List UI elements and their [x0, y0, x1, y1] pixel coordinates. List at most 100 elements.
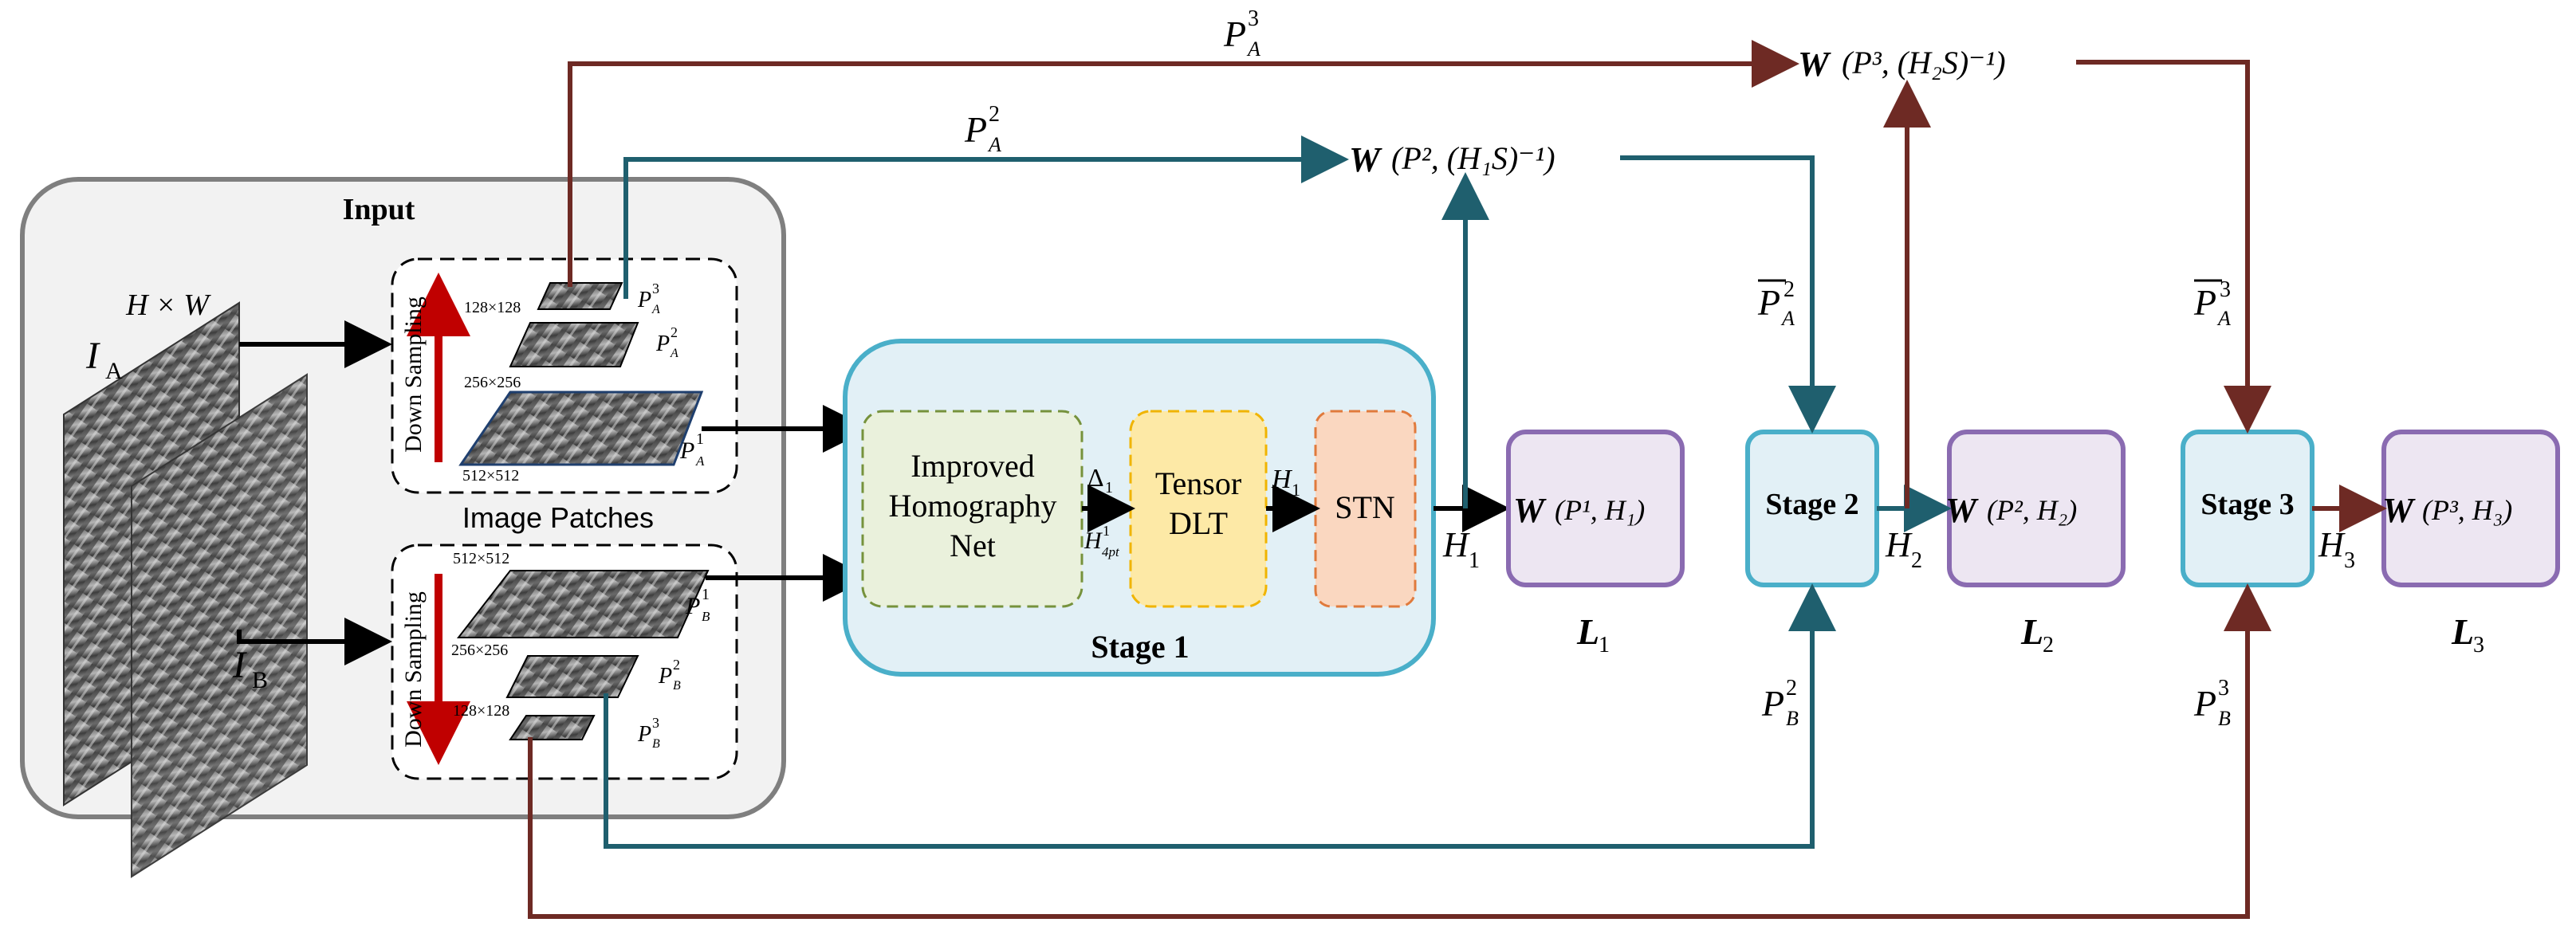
flow-warp-top1-to-stage2: [1620, 155, 1836, 434]
svg-text:H: H: [1271, 465, 1293, 494]
image-ib: [131, 373, 308, 878]
svg-text:P: P: [637, 288, 651, 312]
svg-text:1: 1: [1105, 479, 1113, 496]
svg-text:P: P: [2193, 683, 2216, 724]
svg-text:A: A: [1246, 37, 1260, 61]
patch-box-b: Down Sampling 512×512 256×256 128×128 P …: [391, 544, 738, 780]
stn: [1314, 410, 1417, 608]
size-512-b: 512×512: [453, 550, 509, 567]
improved-line1: Improved: [910, 448, 1035, 484]
svg-text:1: 1: [702, 586, 710, 603]
w-symbol-top1: W: [1349, 140, 1382, 179]
loss-label-1: L 1: [1576, 611, 1610, 657]
label-pa1: P 1 A: [679, 430, 705, 469]
label-pa2-top: P 2 A: [964, 102, 1001, 156]
label-pa-bar3: P 3 A: [2193, 277, 2231, 330]
svg-text:A: A: [105, 358, 123, 384]
size-512-a: 512×512: [462, 467, 519, 485]
stage2-block: Stage 2: [1745, 430, 1879, 587]
svg-text:P: P: [2193, 282, 2216, 323]
flow-warp-top2-to-stage3: [2076, 60, 2271, 434]
svg-text:I: I: [85, 335, 100, 377]
flow-pb2-to-stage2: [604, 583, 1836, 849]
svg-text:P: P: [964, 109, 987, 150]
loss-box-1: W (P¹, H₁): [1506, 430, 1685, 587]
input-title: Input: [343, 193, 415, 226]
svg-text:A: A: [1780, 307, 1795, 330]
svg-text:P: P: [685, 593, 700, 619]
label-pb3: P 3 B: [637, 715, 660, 751]
w-symbol-top2: W: [1798, 45, 1831, 84]
stn-label: STN: [1335, 489, 1395, 525]
h1-inner-label: H 1: [1271, 465, 1300, 500]
svg-text:2: 2: [2043, 633, 2054, 657]
warp-top2: W (P³, (H₂S)⁻¹): [1798, 45, 2006, 84]
patch-pa1: [458, 391, 704, 466]
svg-text:L: L: [1576, 611, 1599, 652]
stage1-label: Stage 1: [1091, 629, 1189, 665]
tensor-line1: Tensor: [1155, 465, 1241, 501]
delta1-label: Δ 1: [1087, 463, 1113, 496]
tensor-line2: DLT: [1169, 505, 1228, 541]
svg-text:A: A: [695, 453, 705, 469]
patch-box-a: Down Sampling 128×128 256×256 512×512 P …: [391, 257, 738, 494]
svg-text:2: 2: [1911, 548, 1922, 573]
label-pb1: P 1 B: [685, 586, 710, 624]
svg-text:H: H: [1083, 528, 1103, 554]
label-pa-bar2: P 2 A: [1757, 277, 1795, 330]
warp-expr-1: (P¹, H₁): [1555, 494, 1645, 526]
w-symbol-2: W: [1945, 491, 1979, 530]
svg-text:B: B: [252, 667, 268, 693]
label-ia: I A: [85, 335, 123, 384]
label-pb2: P 2 B: [658, 657, 681, 693]
warp-expr-2: (P², H₂): [1987, 494, 2077, 526]
svg-text:H: H: [2318, 525, 2346, 564]
svg-text:3: 3: [652, 281, 659, 296]
svg-text:1: 1: [1292, 480, 1300, 500]
label-pa2: P 2 A: [655, 324, 678, 360]
svg-text:3: 3: [2344, 548, 2355, 573]
label-pb3: P 3 B: [2193, 676, 2231, 730]
svg-text:1: 1: [1599, 633, 1610, 657]
svg-text:P: P: [679, 438, 694, 464]
svg-text:P: P: [637, 722, 651, 747]
svg-text:3: 3: [2218, 676, 2229, 701]
warp-expr-3: (P³, H₃): [2422, 494, 2512, 526]
svg-text:B: B: [2218, 707, 2231, 730]
improved-line2: Homography: [888, 488, 1056, 524]
label-pa3-top: P 3 A: [1223, 6, 1260, 61]
svg-text:H: H: [1442, 525, 1470, 564]
size-128-b: 128×128: [453, 702, 509, 720]
loss-box-2: W (P², H₂): [1945, 430, 2126, 587]
svg-text:2: 2: [989, 102, 1000, 127]
warp-top1: W (P², (H₁S)⁻¹): [1349, 140, 1555, 179]
h4pt-label: H 1 4pt: [1083, 523, 1120, 559]
svg-text:P: P: [655, 332, 670, 356]
svg-text:2: 2: [671, 324, 678, 340]
size-256-a: 256×256: [464, 374, 521, 391]
svg-text:P: P: [1761, 683, 1784, 724]
warp-expr-top1: (P², (H₁S)⁻¹): [1391, 140, 1555, 176]
flow-pa3-to-warp-top2: [568, 40, 1799, 287]
w-symbol-1: W: [1513, 491, 1547, 530]
stage3-label: Stage 3: [2200, 488, 2294, 521]
stage2-label: Stage 2: [1765, 488, 1858, 521]
svg-text:2: 2: [673, 657, 680, 673]
downsample-label-a: Down Sampling: [400, 296, 427, 453]
flow-pb3-to-stage3: [528, 583, 2271, 919]
patch-pb2: [505, 655, 639, 698]
size-128-a: 128×128: [464, 299, 521, 316]
arrow-ib-to-patches: [237, 618, 392, 665]
patch-pa2: [509, 322, 639, 367]
h1-output-label: H 1: [1442, 525, 1480, 573]
h3-label: H 3: [2318, 525, 2355, 573]
downsample-label-b: Down Sampling: [400, 591, 427, 748]
svg-text:Δ: Δ: [1087, 463, 1104, 492]
svg-text:L: L: [2020, 611, 2043, 652]
svg-text:4pt: 4pt: [1102, 544, 1120, 559]
w-symbol-3: W: [2382, 491, 2416, 530]
svg-text:P: P: [1223, 14, 1246, 54]
svg-text:3: 3: [2220, 277, 2231, 302]
svg-text:A: A: [651, 303, 660, 316]
